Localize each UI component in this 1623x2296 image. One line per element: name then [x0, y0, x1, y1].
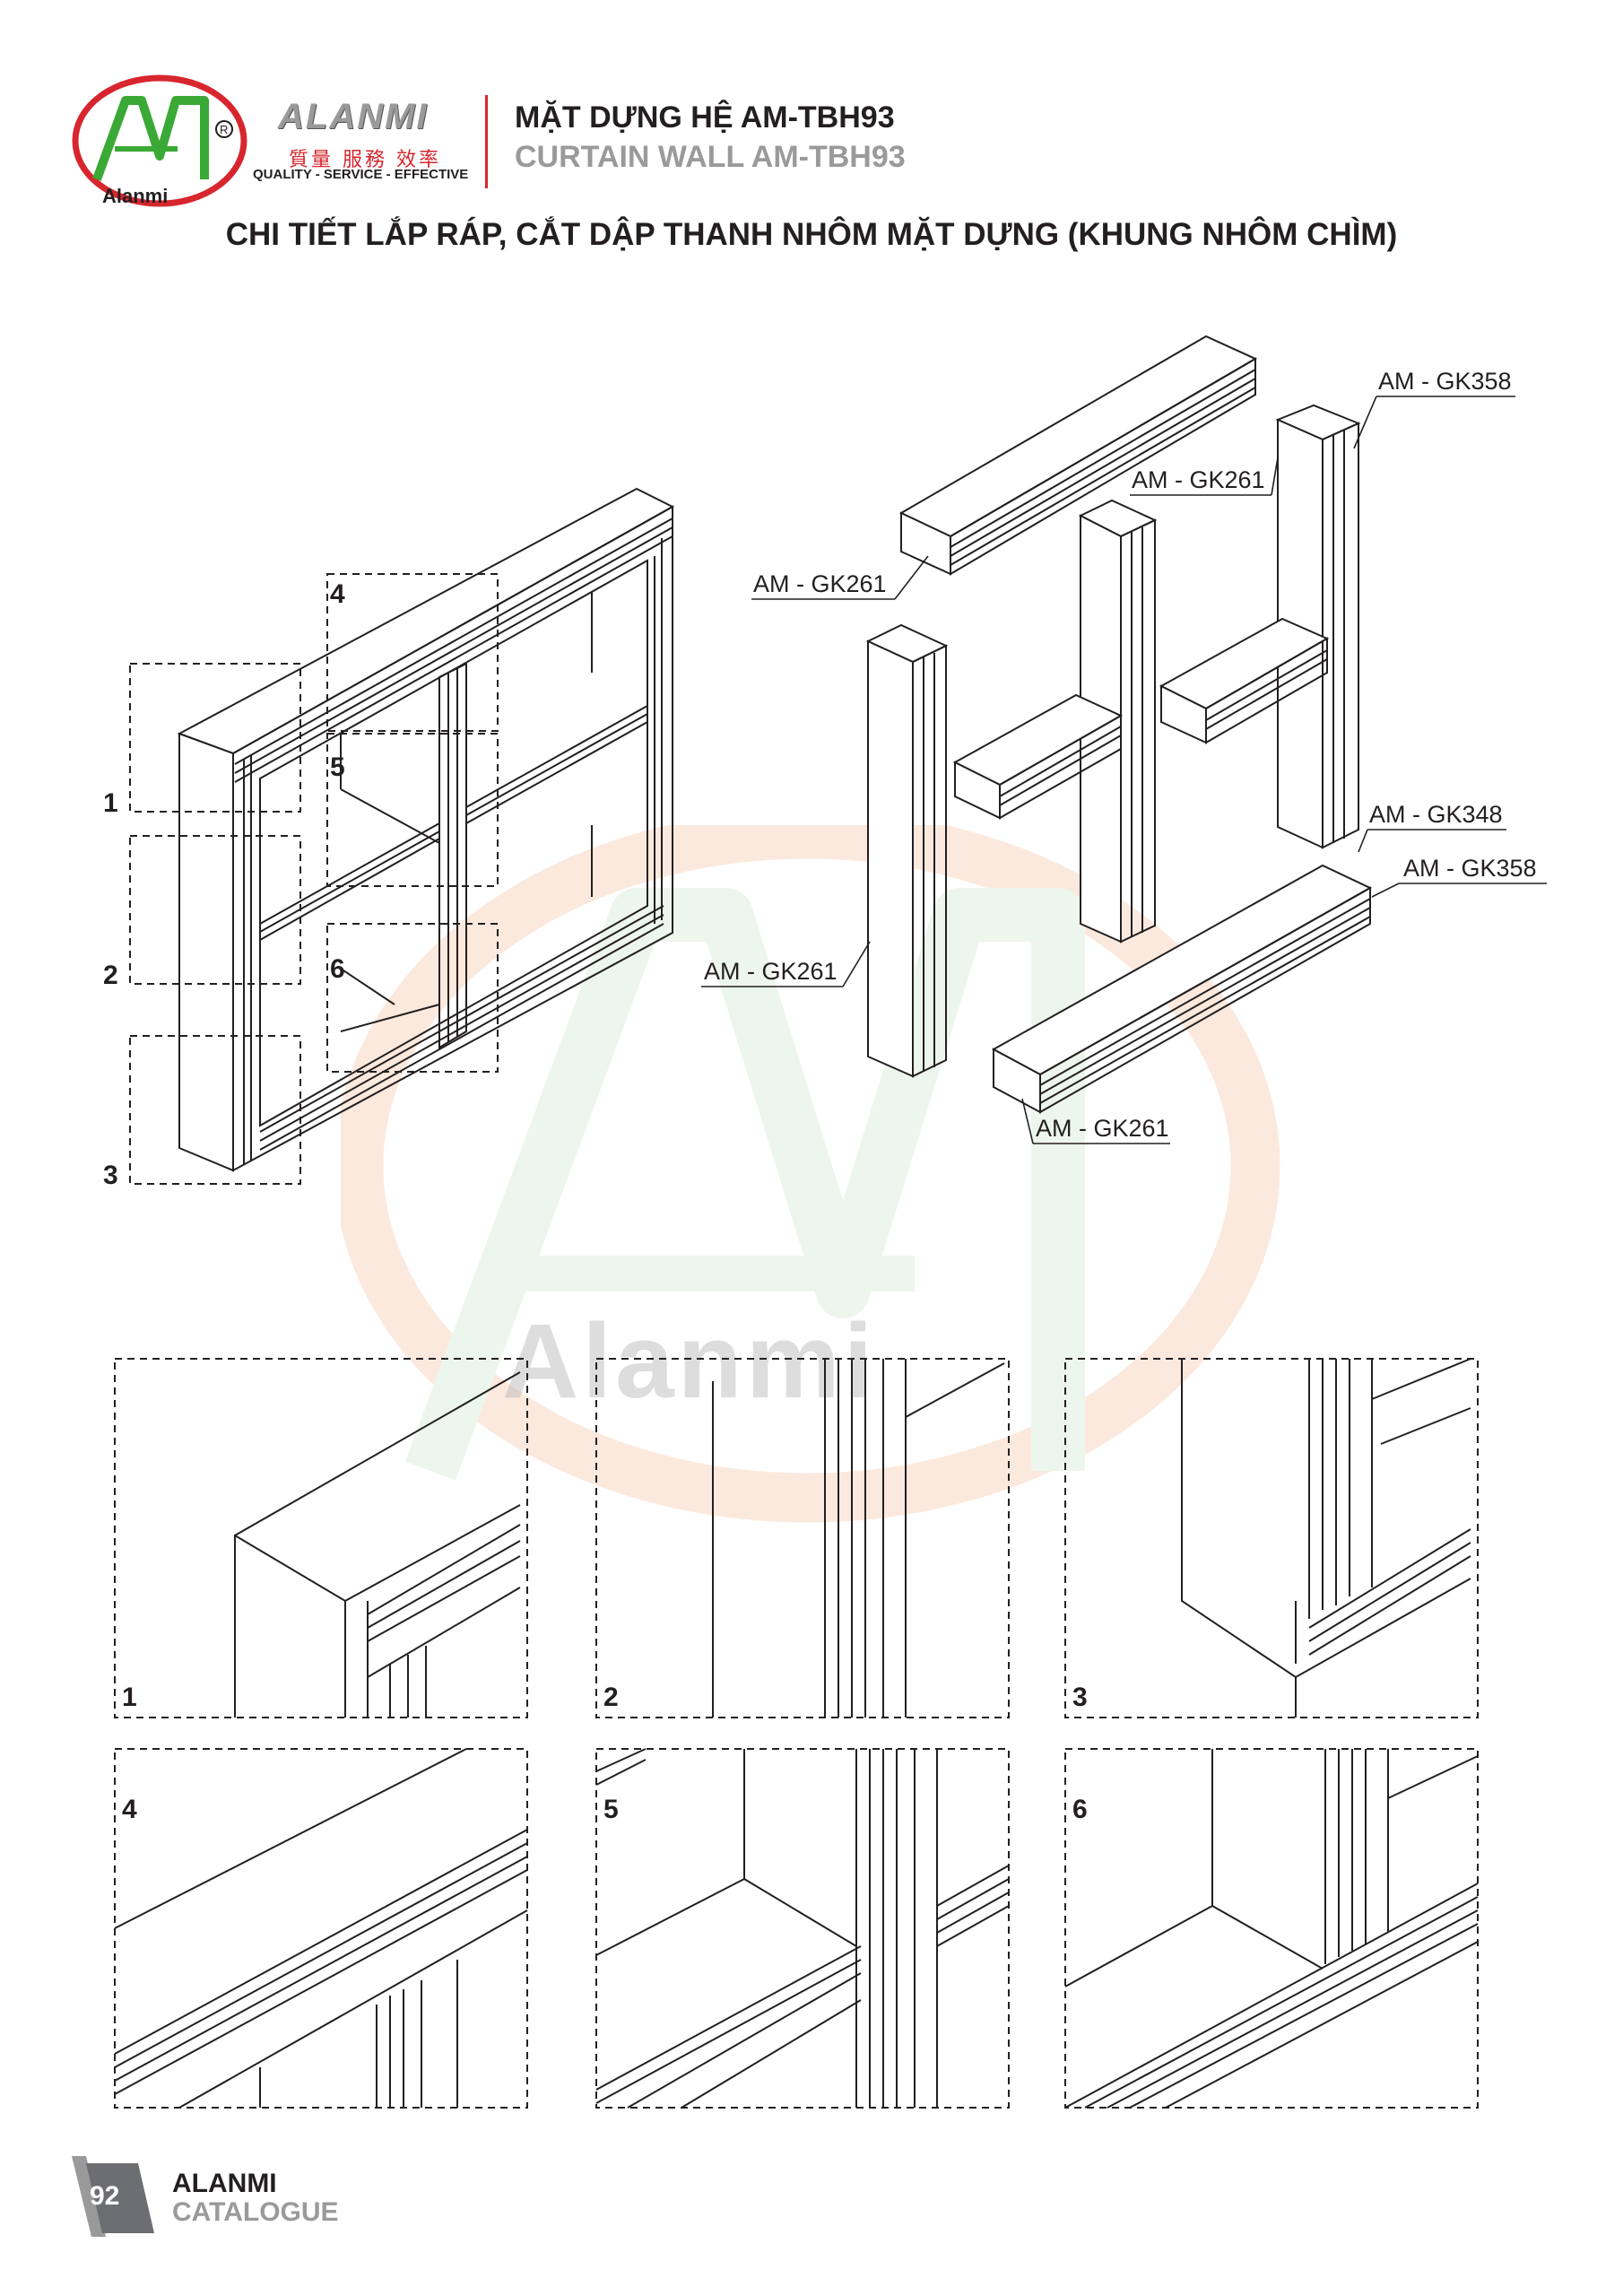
part-label-gk358-top: AM - GK358 [1378, 368, 1512, 395]
assembly-num-6: 6 [330, 954, 345, 984]
assembly-num-3: 3 [103, 1161, 118, 1190]
detail-4-drawing [114, 1748, 528, 2109]
detail-num-5: 5 [603, 1795, 619, 1824]
assembly-num-1: 1 [103, 788, 118, 818]
detail-num-6: 6 [1072, 1795, 1088, 1824]
page-title-vn: MẶT DỰNG HỆ AM-TBH93 [515, 100, 895, 135]
part-label-gk261-top: AM - GK261 [753, 570, 887, 597]
detail-5-drawing [595, 1748, 1010, 2109]
exploded-parts [865, 335, 1373, 1114]
part-label-gk348: AM - GK348 [1369, 801, 1503, 828]
detail-3-drawing [1181, 1358, 1471, 1718]
assembled-frame [177, 487, 675, 1172]
part-label-gk261-bottom: AM - GK261 [1036, 1115, 1169, 1142]
watermark-text: Alanmi [502, 1302, 877, 1421]
logo-text: Alanmi [102, 185, 168, 207]
detail-1-drawing [234, 1371, 521, 1718]
assembly-num-2: 2 [103, 961, 118, 990]
part-leader-lines [701, 396, 1547, 1144]
brand-chinese: 質量 服務 效率 [289, 149, 441, 171]
page-number-badge [72, 2156, 154, 2237]
part-label-gk358-bottom: AM - GK358 [1403, 855, 1537, 882]
alanmi-logo: R Alanmi [72, 74, 247, 207]
detail-2-drawing [712, 1359, 1005, 1718]
detail-num-2: 2 [603, 1683, 619, 1712]
footer-catalogue: CATALOGUE [172, 2197, 339, 2227]
page-number: 92 [90, 2181, 120, 2211]
assembly-num-4: 4 [330, 579, 345, 609]
detail-callout-boxes [129, 573, 499, 1185]
detail-6-drawing [1064, 1749, 1479, 2109]
assembly-num-5: 5 [330, 752, 345, 782]
footer-brand: ALANMI [172, 2169, 277, 2198]
part-label-gk261-left: AM - GK261 [704, 958, 838, 985]
brand-tagline: QUALITY - SERVICE - EFFECTIVE [253, 167, 469, 182]
part-label-gk261-mid: AM - GK261 [1132, 466, 1265, 493]
detail-num-4: 4 [122, 1795, 137, 1824]
svg-text:R: R [220, 123, 228, 136]
detail-num-1: 1 [122, 1683, 137, 1712]
header-divider [485, 95, 488, 188]
detail-num-3: 3 [1072, 1683, 1088, 1712]
watermark-logo [341, 825, 1280, 1523]
detail-panel-frames [114, 1358, 1479, 2109]
page-subtitle: CHI TIẾT LẮP RÁP, CẮT DẬP THANH NHÔM MẶT… [225, 217, 1398, 252]
page-title-en: CURTAIN WALL AM-TBH93 [515, 140, 906, 174]
brand-wordmark: ALANMI [278, 97, 429, 136]
